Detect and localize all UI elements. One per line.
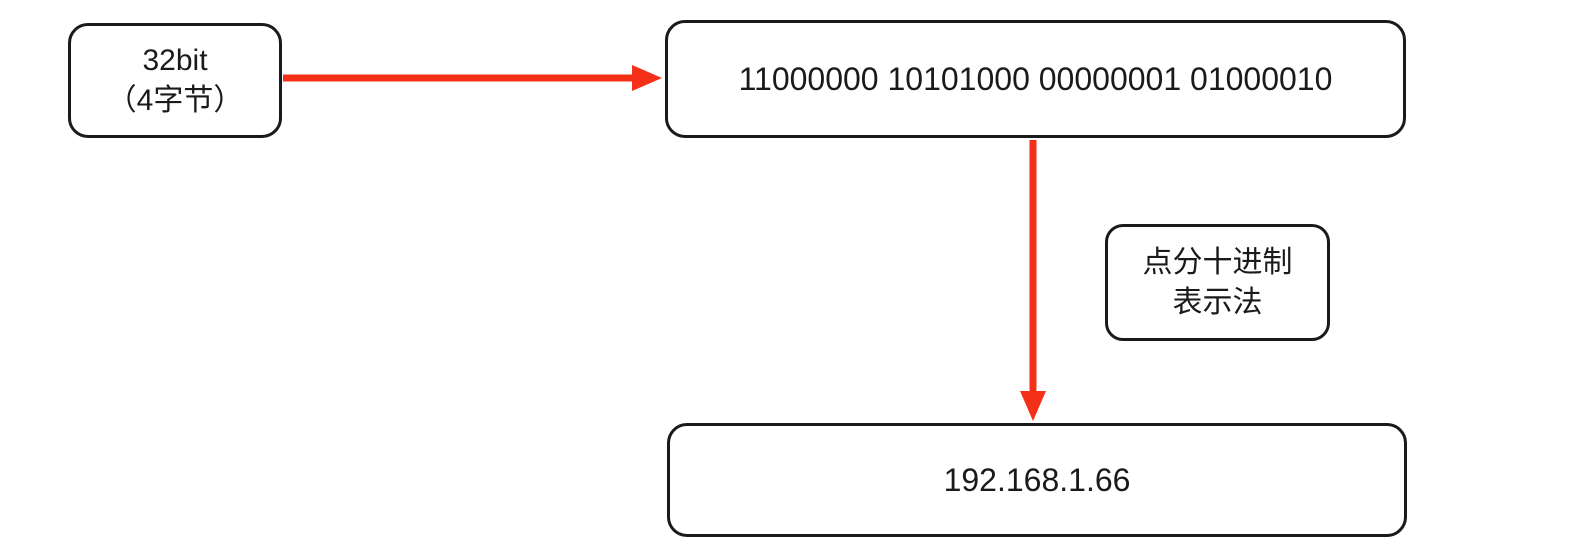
binary-address-text: 11000000 10101000 00000001 01000010 (738, 60, 1333, 97)
node-binary-address: 11000000 10101000 00000001 01000010 (665, 20, 1406, 138)
arrow-binary-to-decimal (1020, 140, 1046, 421)
node-dotted-decimal-label: 点分十进制 表示法 (1105, 224, 1330, 341)
node-32bit-line2: （4字节） (106, 83, 244, 117)
arrow-bits-to-binary (283, 65, 662, 91)
decimal-address-text: 192.168.1.66 (943, 461, 1131, 498)
node-decimal-address: 192.168.1.66 (667, 423, 1407, 537)
node-32bit-line1: 32bit (142, 43, 208, 77)
dotted-decimal-label-line2: 表示法 (1172, 285, 1263, 319)
dotted-decimal-label-line1: 点分十进制 (1142, 245, 1293, 279)
node-32bit: 32bit （4字节） (68, 23, 282, 138)
